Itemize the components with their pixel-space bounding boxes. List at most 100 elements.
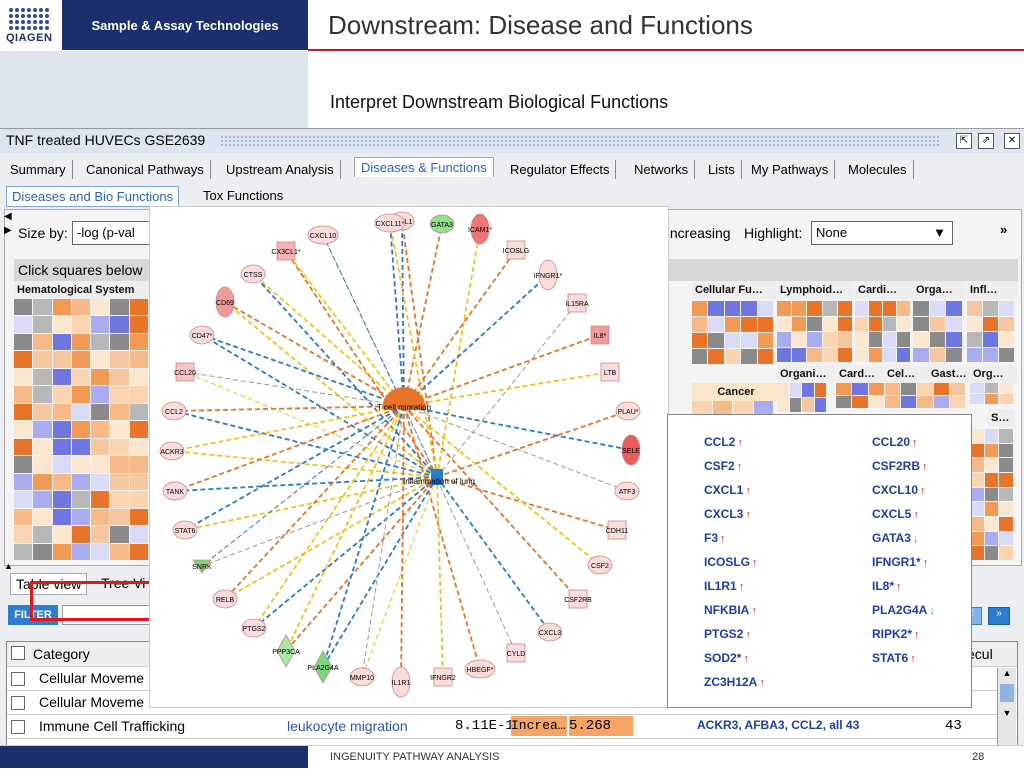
network-node[interactable]: CYLD bbox=[506, 643, 526, 663]
treemap-tile[interactable] bbox=[999, 332, 1014, 347]
treemap-tile[interactable] bbox=[14, 456, 33, 473]
treemap-tile[interactable] bbox=[110, 491, 129, 508]
molecule-item[interactable]: RIPK2*↑ bbox=[872, 627, 920, 641]
treemap-tile[interactable] bbox=[869, 347, 882, 362]
treemap-tile[interactable] bbox=[33, 299, 52, 316]
scroll-down-icon[interactable]: ▼ bbox=[1002, 708, 1012, 718]
treemap-tile[interactable] bbox=[868, 383, 884, 395]
column-header-category[interactable]: Category bbox=[33, 646, 90, 662]
treemap-tile[interactable] bbox=[14, 473, 33, 491]
treemap-tile[interactable] bbox=[897, 332, 910, 347]
treemap-tile[interactable] bbox=[913, 301, 929, 316]
treemap-tile[interactable] bbox=[777, 332, 792, 347]
network-node[interactable]: GATA3 bbox=[429, 214, 455, 234]
size-by-select[interactable]: -log (p-val bbox=[72, 221, 158, 245]
treemap-tile[interactable] bbox=[91, 473, 110, 491]
network-node[interactable]: ATF3 bbox=[614, 481, 640, 501]
network-node[interactable]: CX3CL1* bbox=[271, 241, 301, 261]
center-node-inflammation-of-lung[interactable] bbox=[431, 469, 443, 485]
treemap-tile[interactable] bbox=[71, 333, 91, 351]
network-node[interactable]: SELE bbox=[621, 434, 641, 466]
treemap-tile[interactable] bbox=[33, 316, 52, 333]
treemap-tile[interactable] bbox=[757, 349, 773, 364]
treemap-tile[interactable] bbox=[110, 386, 129, 403]
treemap-tile[interactable] bbox=[14, 351, 33, 368]
treemap-tile[interactable] bbox=[946, 347, 962, 362]
treemap-tile[interactable] bbox=[999, 443, 1013, 458]
network-node[interactable]: STAT6 bbox=[172, 520, 198, 540]
molecule-item[interactable]: GATA3↓ bbox=[872, 531, 918, 545]
treemap-tile[interactable] bbox=[984, 429, 999, 443]
molecule-item[interactable]: CCL20↑ bbox=[872, 435, 918, 449]
treemap-tile[interactable] bbox=[52, 526, 71, 543]
treemap-tile[interactable] bbox=[692, 301, 708, 316]
treemap-tile[interactable] bbox=[946, 301, 962, 316]
treemap-tile[interactable] bbox=[967, 347, 982, 362]
treemap-tile[interactable] bbox=[984, 473, 999, 487]
treemap-tile[interactable] bbox=[91, 543, 110, 560]
treemap-tile[interactable] bbox=[14, 299, 33, 316]
treemap-tile[interactable] bbox=[91, 438, 110, 456]
treemap-tile[interactable] bbox=[970, 473, 984, 487]
treemap-tile[interactable] bbox=[129, 386, 148, 403]
treemap-tile[interactable] bbox=[724, 317, 741, 332]
collapse-left-icon[interactable]: ◀ bbox=[4, 211, 12, 222]
treemap-header-hematological[interactable]: Hematological System bbox=[14, 281, 151, 299]
network-node[interactable]: PTGS2 bbox=[241, 618, 267, 638]
treemap-tile[interactable] bbox=[52, 456, 71, 473]
network-node[interactable]: CTSS bbox=[240, 264, 266, 284]
treemap-tile[interactable] bbox=[946, 316, 962, 331]
overflow-chevron-icon[interactable]: » bbox=[1000, 222, 1008, 237]
treemap-tile[interactable] bbox=[999, 394, 1013, 404]
molecule-item[interactable]: CXCL10↑ bbox=[872, 483, 926, 497]
treemap-tile[interactable] bbox=[741, 333, 757, 348]
treemap-tile[interactable] bbox=[708, 301, 724, 316]
treemap-tile[interactable] bbox=[970, 458, 984, 472]
treemap-tile[interactable] bbox=[999, 429, 1013, 443]
treemap-tile[interactable] bbox=[110, 421, 129, 438]
molecule-item[interactable]: ZC3H12A↑ bbox=[704, 675, 765, 689]
treemap-tile[interactable] bbox=[52, 473, 71, 491]
treemap-tile[interactable] bbox=[777, 347, 792, 362]
network-node[interactable]: CXCL11* bbox=[374, 213, 406, 233]
treemap-tile[interactable] bbox=[129, 403, 148, 421]
treemap-tile[interactable] bbox=[741, 349, 757, 364]
row-checkbox[interactable] bbox=[11, 672, 25, 686]
treemap-tile[interactable] bbox=[970, 517, 984, 531]
treemap-tile[interactable] bbox=[129, 351, 148, 368]
treemap-tile[interactable] bbox=[110, 351, 129, 368]
treemap-tile[interactable] bbox=[807, 347, 822, 362]
treemap-tile[interactable] bbox=[708, 317, 724, 332]
treemap-tile[interactable] bbox=[777, 301, 792, 316]
column-header-molecules[interactable]: ecul bbox=[967, 646, 993, 662]
treemap-tile[interactable] bbox=[91, 491, 110, 508]
collapse-up-icon[interactable]: ▲ bbox=[4, 561, 13, 571]
treemap-tile[interactable] bbox=[110, 526, 129, 543]
treemap-tile[interactable] bbox=[71, 508, 91, 526]
treemap-tile[interactable] bbox=[110, 368, 129, 386]
network-node[interactable]: CDH11 bbox=[606, 520, 629, 540]
molecule-item[interactable]: CCL2↑ bbox=[704, 435, 743, 449]
treemap-tile[interactable] bbox=[71, 403, 91, 421]
treemap-tile[interactable] bbox=[837, 316, 852, 331]
treemap-tile[interactable] bbox=[970, 394, 984, 404]
treemap-tile[interactable] bbox=[14, 438, 33, 456]
treemap-tile[interactable] bbox=[855, 316, 868, 331]
treemap-tile[interactable] bbox=[792, 316, 807, 331]
treemap-tile[interactable] bbox=[967, 332, 982, 347]
treemap-tile[interactable] bbox=[110, 456, 129, 473]
treemap-tile[interactable] bbox=[789, 383, 801, 397]
treemap-tile[interactable] bbox=[33, 403, 52, 421]
undock-icon[interactable]: ⇱ bbox=[956, 133, 972, 149]
treemap-tile[interactable] bbox=[901, 383, 917, 395]
treemap-tile[interactable] bbox=[970, 546, 984, 560]
treemap-tile[interactable] bbox=[110, 438, 129, 456]
treemap-tile[interactable] bbox=[757, 317, 773, 332]
treemap-tile[interactable] bbox=[52, 491, 71, 508]
treemap-tile[interactable] bbox=[129, 526, 148, 543]
treemap-tile[interactable] bbox=[814, 398, 826, 412]
treemap-tile[interactable] bbox=[792, 301, 807, 316]
treemap-tile[interactable] bbox=[883, 347, 896, 362]
treemap-tile[interactable] bbox=[983, 332, 998, 347]
treemap-tile[interactable] bbox=[777, 316, 792, 331]
